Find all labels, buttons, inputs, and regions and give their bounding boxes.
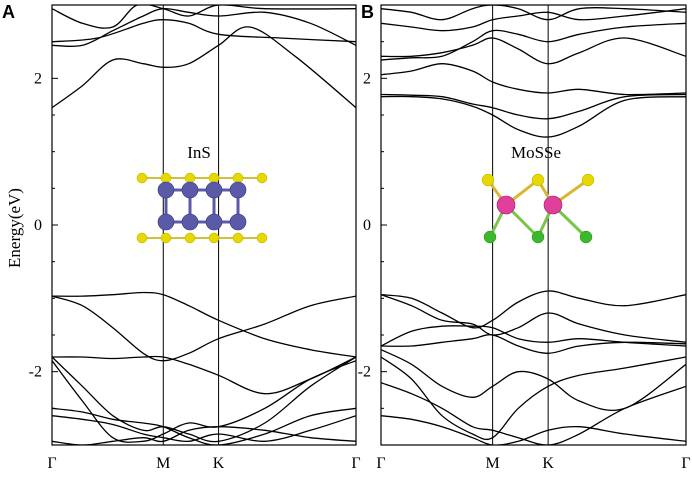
band-line-13 — [381, 356, 686, 441]
band-line-4 — [52, 5, 356, 29]
ins-sulfur-atoms-top — [136, 172, 268, 184]
mosse-selenium-atoms — [483, 230, 593, 244]
band-line-10 — [52, 407, 356, 445]
band-line-12 — [52, 426, 356, 445]
band-line-6 — [52, 295, 356, 362]
y-tick-label: -2 — [358, 364, 371, 381]
panel-b-kpoint-lines — [492, 5, 549, 445]
band-line-5 — [381, 22, 686, 61]
y-tick-label: 0 — [363, 217, 371, 234]
band-line-5 — [52, 291, 356, 358]
mosse-molybdenum-atoms — [496, 195, 563, 215]
panel-b-frame — [380, 4, 687, 446]
ins-sulfur-atoms-bottom — [136, 232, 268, 244]
x-tick-label-Γ: Γ — [351, 455, 360, 472]
band-line-11 — [52, 415, 356, 443]
x-tick-label-Γ: Γ — [376, 455, 385, 472]
band-line-15 — [381, 415, 686, 445]
x-tick-label-Γ: Γ — [47, 455, 56, 472]
band-line-8 — [381, 290, 686, 329]
panel-b-letter: B — [361, 2, 374, 22]
band-line-14 — [381, 382, 686, 445]
ins-bonds — [164, 188, 240, 224]
panel-a-y-ticks: -2 0 2 — [29, 4, 58, 446]
band-line-3 — [381, 63, 686, 96]
mosse-label: MoSSe — [511, 143, 561, 162]
y-tick-label: 2 — [363, 70, 371, 87]
ins-label: InS — [187, 143, 211, 162]
mosse-structure-inset: MoSSe — [481, 143, 595, 244]
x-tick-label-M: M — [156, 455, 170, 472]
x-tick-label-M: M — [486, 455, 500, 472]
y-axis-label: Energy(eV) — [5, 188, 24, 268]
x-tick-label-K: K — [542, 455, 554, 472]
panel-a-frame — [51, 4, 357, 446]
band-line-8 — [52, 356, 356, 443]
x-tick-label-Γ: Γ — [681, 455, 690, 472]
panel-a: A Energy(eV) -2 0 2 Γ M K Γ InS — [2, 2, 361, 472]
band-line-6 — [381, 8, 686, 32]
band-line-4 — [381, 37, 686, 65]
y-tick-label: 0 — [34, 217, 42, 234]
band-line-11 — [381, 334, 686, 354]
panel-a-letter: A — [2, 2, 15, 22]
y-tick-label: -2 — [29, 364, 42, 381]
band-line-3 — [52, 19, 356, 43]
band-line-12 — [381, 349, 686, 412]
panel-a-bands — [52, 5, 356, 445]
band-line-10 — [381, 325, 686, 347]
band-line-7 — [52, 355, 356, 395]
x-tick-label-K: K — [213, 455, 225, 472]
mosse-sulfur-atoms — [481, 173, 595, 187]
ins-indium-atoms — [157, 181, 247, 231]
panel-b-y-ticks: -2 0 2 — [358, 4, 387, 446]
band-line-2 — [52, 7, 356, 48]
y-tick-label: 2 — [34, 70, 42, 87]
band-line-9 — [381, 294, 686, 343]
band-line-1 — [52, 26, 356, 109]
band-line-1 — [381, 95, 686, 138]
band-line-2 — [381, 93, 686, 120]
panel-b-bands — [381, 5, 686, 445]
ins-structure-inset: InS — [136, 143, 268, 244]
panel-b: B -2 0 2 Γ M K Γ MoSSe — [358, 2, 691, 472]
band-line-7 — [381, 5, 686, 21]
